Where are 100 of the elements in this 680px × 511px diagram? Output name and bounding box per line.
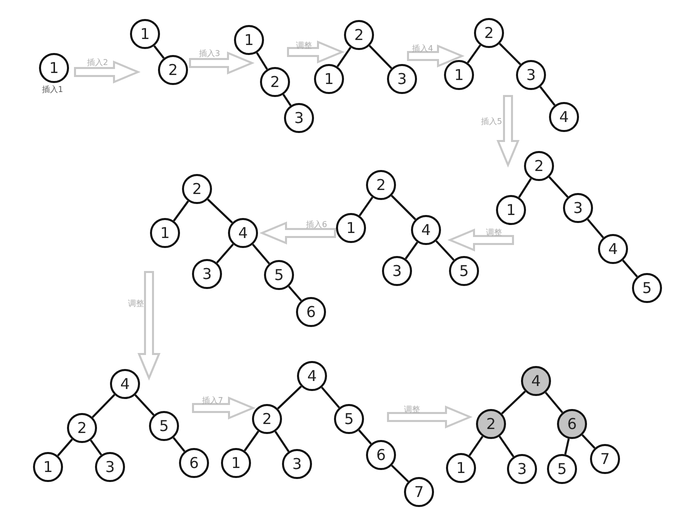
edge-label: 调整 [128, 299, 144, 308]
tree-node: 1 [446, 453, 476, 483]
tree-node: 5 [547, 454, 577, 484]
tree-edge [134, 394, 155, 416]
tree-node: 3 [282, 449, 312, 479]
tree-edge [468, 436, 484, 456]
tree-edge [252, 244, 270, 264]
tree-node: 1 [33, 452, 63, 482]
block-arrow [387, 406, 473, 428]
tree-node: 2 [344, 20, 374, 50]
edge-label: 调整 [296, 41, 312, 50]
tree-edge [277, 386, 302, 410]
tree-edge [435, 240, 455, 261]
tree-edge [564, 438, 570, 455]
tree-node: 3 [387, 64, 417, 94]
tree-edge [274, 430, 290, 452]
tree-edge [544, 392, 564, 414]
tree-node: 1 [314, 64, 344, 94]
edge-label: 插入4 [412, 44, 434, 53]
tree-node: 2 [476, 409, 506, 439]
tree-node: 1 [39, 53, 69, 83]
tree-node: 5 [149, 411, 179, 441]
tree-node: 2 [158, 55, 188, 85]
tree-edge [90, 440, 102, 456]
tree-edge [216, 244, 234, 264]
tree-node: 4 [521, 366, 551, 396]
tree-node: 2 [524, 151, 554, 181]
tree-edge [586, 218, 604, 238]
tree-node: 1 [221, 448, 251, 478]
block-arrow [496, 95, 520, 168]
block-arrow [287, 40, 345, 64]
tree-edge [282, 94, 292, 106]
tree-node: 2 [252, 404, 282, 434]
block-arrow [189, 52, 255, 74]
block-arrow [259, 222, 336, 244]
tree-edge [466, 44, 482, 64]
tree-edge [244, 430, 260, 452]
block-arrow [447, 228, 514, 252]
tree-node: 3 [563, 193, 593, 223]
tree-node: 3 [382, 256, 412, 286]
tree-edge [498, 42, 522, 66]
tree-node: 6 [179, 448, 209, 478]
tree-node: 2 [260, 67, 290, 97]
block-arrow [74, 60, 141, 84]
tree-node: 1 [496, 195, 526, 225]
tree-node: 4 [228, 218, 258, 248]
edge-label: 插入6 [306, 220, 328, 229]
tree-edge [539, 86, 556, 106]
tree-node: 6 [296, 297, 326, 327]
tree-edge [622, 260, 638, 278]
tree-node: 1 [336, 213, 366, 243]
edge-label: 调整 [486, 228, 502, 237]
tree-node: 3 [284, 103, 314, 133]
tree-node: 4 [297, 361, 327, 391]
tree-node: 3 [95, 452, 125, 482]
tree-edge [390, 194, 416, 220]
edge-label: 调整 [404, 405, 420, 414]
block-arrow [138, 271, 160, 381]
tree-node: 2 [67, 413, 97, 443]
tree-edge [92, 394, 116, 418]
tree-edge [321, 386, 340, 408]
tree-node: 5 [632, 273, 662, 303]
tree-node: 3 [507, 454, 537, 484]
tree-node: 2 [474, 18, 504, 48]
tree-edge [57, 438, 73, 456]
tree-node: 1 [150, 218, 180, 248]
tree-edge [207, 198, 233, 224]
tree-edge [153, 45, 165, 59]
tree-edge [358, 430, 372, 444]
tree-edge [368, 45, 392, 69]
tree-edge [404, 242, 418, 260]
tree-edge [288, 286, 302, 302]
tree-node: 5 [264, 260, 294, 290]
tree-node: 5 [334, 404, 364, 434]
tree-node: 4 [549, 102, 579, 132]
edge-label: 插入5 [481, 117, 502, 126]
node-caption: 插入1 [42, 85, 64, 94]
tree-node: 2 [182, 174, 212, 204]
tree-edge [358, 196, 374, 216]
tree-edge [256, 52, 268, 70]
tree-node: 4 [411, 215, 441, 245]
tree-node: 3 [192, 259, 222, 289]
tree-edge [391, 464, 409, 482]
tree-edge [518, 178, 532, 198]
tree-edge [498, 436, 514, 458]
block-arrow [192, 396, 256, 420]
tree-edge [336, 46, 352, 68]
tree-edge [548, 176, 569, 198]
tree-node: 2 [366, 170, 396, 200]
tree-node: 6 [366, 440, 396, 470]
tree-node: 7 [590, 444, 620, 474]
tree-edge [501, 390, 526, 414]
tree-node: 4 [110, 369, 140, 399]
edge-label: 插入2 [87, 58, 108, 67]
tree-node: 7 [404, 477, 434, 507]
tree-node: 4 [598, 234, 628, 264]
block-arrow [407, 44, 465, 68]
edge-label: 插入3 [199, 49, 220, 58]
tree-node: 6 [557, 409, 587, 439]
tree-node: 5 [449, 256, 479, 286]
